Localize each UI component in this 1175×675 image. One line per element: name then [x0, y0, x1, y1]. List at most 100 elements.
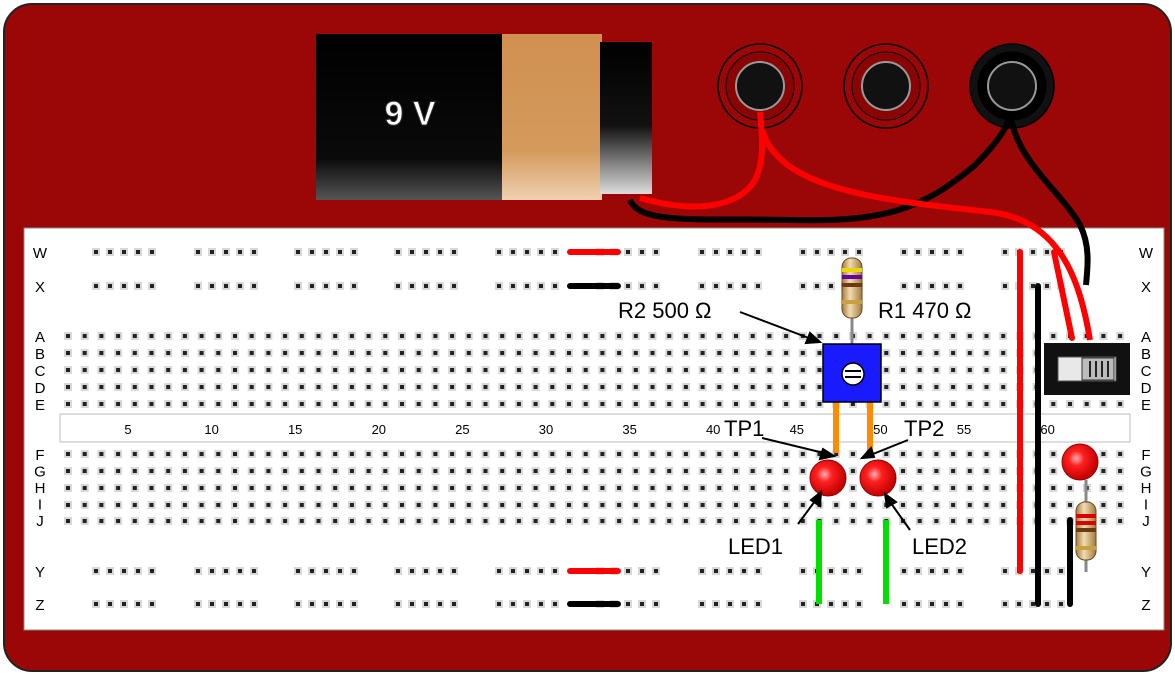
- breadboard-hole-center: [533, 519, 538, 523]
- breadboard-hole-center: [650, 469, 655, 473]
- breadboard-hole-center: [450, 368, 455, 372]
- breadboard-hole-center: [901, 402, 905, 406]
- breadboard-hole-center: [166, 385, 171, 389]
- row-label: B: [1141, 346, 1151, 363]
- breadboard-hole-center: [934, 469, 939, 473]
- breadboard-hole-center: [94, 602, 98, 606]
- breadboard-hole-center: [249, 334, 254, 338]
- breadboard-hole-center: [166, 351, 171, 355]
- breadboard-hole-center: [516, 452, 521, 456]
- breadboard-hole-center: [683, 452, 688, 456]
- breadboard-hole-center: [801, 250, 805, 254]
- breadboard-hole-center: [166, 486, 171, 490]
- breadboard-hole-center: [338, 284, 342, 288]
- breadboard-hole-center: [1051, 519, 1056, 523]
- breadboard-hole-center: [249, 402, 254, 406]
- breadboard-hole-center: [497, 250, 501, 254]
- breadboard-hole-center: [1001, 334, 1006, 338]
- row-label: F: [1141, 447, 1150, 464]
- breadboard-hole-center: [132, 452, 137, 456]
- breadboard-hole-center: [310, 602, 314, 606]
- breadboard-hole-center: [66, 503, 70, 507]
- breadboard-hole-center: [934, 368, 939, 372]
- breadboard-hole-center: [249, 503, 254, 507]
- breadboard-hole-center: [817, 385, 822, 389]
- breadboard-hole-center: [136, 284, 140, 288]
- banana-jack-icon[interactable]: [843, 43, 929, 129]
- breadboard-hole-center: [450, 503, 455, 507]
- breadboard-hole-center: [683, 503, 688, 507]
- breadboard-hole-center: [750, 402, 755, 406]
- breadboard-hole-center: [299, 503, 304, 507]
- breadboard-hole-center: [683, 486, 688, 490]
- breadboard-hole-center: [511, 250, 515, 254]
- wire-black: [627, 111, 1013, 224]
- breadboard-hole-center: [667, 351, 672, 355]
- breadboard-hole-center: [1045, 602, 1049, 606]
- breadboard-hole-center: [717, 503, 722, 507]
- breadboard-hole-center: [539, 284, 543, 288]
- slide-switch-icon[interactable]: [1044, 343, 1130, 395]
- row-label: E: [1141, 397, 1151, 414]
- breadboard-hole-center: [82, 503, 87, 507]
- breadboard-hole-center: [626, 602, 630, 606]
- breadboard-hole-center: [182, 368, 187, 372]
- breadboard-hole-center: [349, 452, 354, 456]
- breadboard-hole-center: [438, 250, 442, 254]
- breadboard-hole-center: [116, 368, 121, 372]
- breadboard-hole-center: [734, 519, 738, 523]
- trimmer-pot-icon[interactable]: [822, 343, 882, 403]
- breadboard-hole-center: [1001, 486, 1006, 490]
- breadboard-hole-center: [1051, 486, 1056, 490]
- breadboard-hole-center: [116, 351, 121, 355]
- breadboard-hole-center: [483, 351, 488, 355]
- breadboard-hole-center: [567, 486, 571, 490]
- breadboard-hole-center: [750, 368, 755, 372]
- breadboard-hole-center: [166, 334, 171, 338]
- breadboard-hole-center: [299, 334, 304, 338]
- row-label: W: [1139, 245, 1154, 262]
- breadboard-hole-center: [800, 503, 805, 507]
- breadboard-hole-center: [784, 503, 789, 507]
- battery-9v-icon: 9 V: [316, 34, 652, 200]
- breadboard-hole-center: [784, 368, 789, 372]
- breadboard-hole-center: [756, 569, 760, 573]
- breadboard-hole-center: [283, 334, 288, 338]
- breadboard-hole-center: [182, 351, 187, 355]
- breadboard-hole-center: [333, 469, 338, 473]
- breadboard-hole-center: [843, 250, 847, 254]
- breadboard-hole-center: [450, 351, 455, 355]
- banana-jack-icon[interactable]: [969, 43, 1055, 129]
- breadboard-hole-center: [617, 469, 622, 473]
- breadboard-hole-center: [94, 250, 98, 254]
- breadboard-hole-center: [1001, 402, 1006, 406]
- breadboard-hole-center: [550, 368, 555, 372]
- breadboard-hole-center: [283, 452, 288, 456]
- banana-jack-icon[interactable]: [717, 43, 803, 129]
- breadboard-hole-center: [99, 452, 104, 456]
- led2-label: LED2: [912, 534, 967, 559]
- breadboard-hole-center: [958, 602, 962, 606]
- breadboard-hole-center: [136, 602, 140, 606]
- breadboard-hole-center: [252, 602, 256, 606]
- breadboard-hole-center: [166, 469, 171, 473]
- breadboard-hole-center: [66, 351, 70, 355]
- breadboard-hole-center: [750, 519, 755, 523]
- breadboard-hole-center: [800, 452, 805, 456]
- breadboard-hole-center: [967, 351, 972, 355]
- row-label: I: [38, 497, 42, 514]
- breadboard-hole-center: [683, 469, 688, 473]
- row-label: H: [1141, 480, 1152, 497]
- breadboard-hole-center: [916, 250, 920, 254]
- column-number: 40: [706, 422, 720, 437]
- breadboard-hole-center: [717, 486, 722, 490]
- breadboard-hole-center: [553, 569, 557, 573]
- breadboard-hole-center: [550, 334, 555, 338]
- resistor-icon: [1075, 501, 1097, 561]
- breadboard-hole-center: [66, 402, 70, 406]
- breadboard-hole-center: [1031, 602, 1035, 606]
- row-label: J: [36, 513, 44, 530]
- breadboard-hole-center: [122, 284, 126, 288]
- breadboard-hole-center: [1101, 452, 1106, 456]
- breadboard-hole-center: [316, 385, 321, 389]
